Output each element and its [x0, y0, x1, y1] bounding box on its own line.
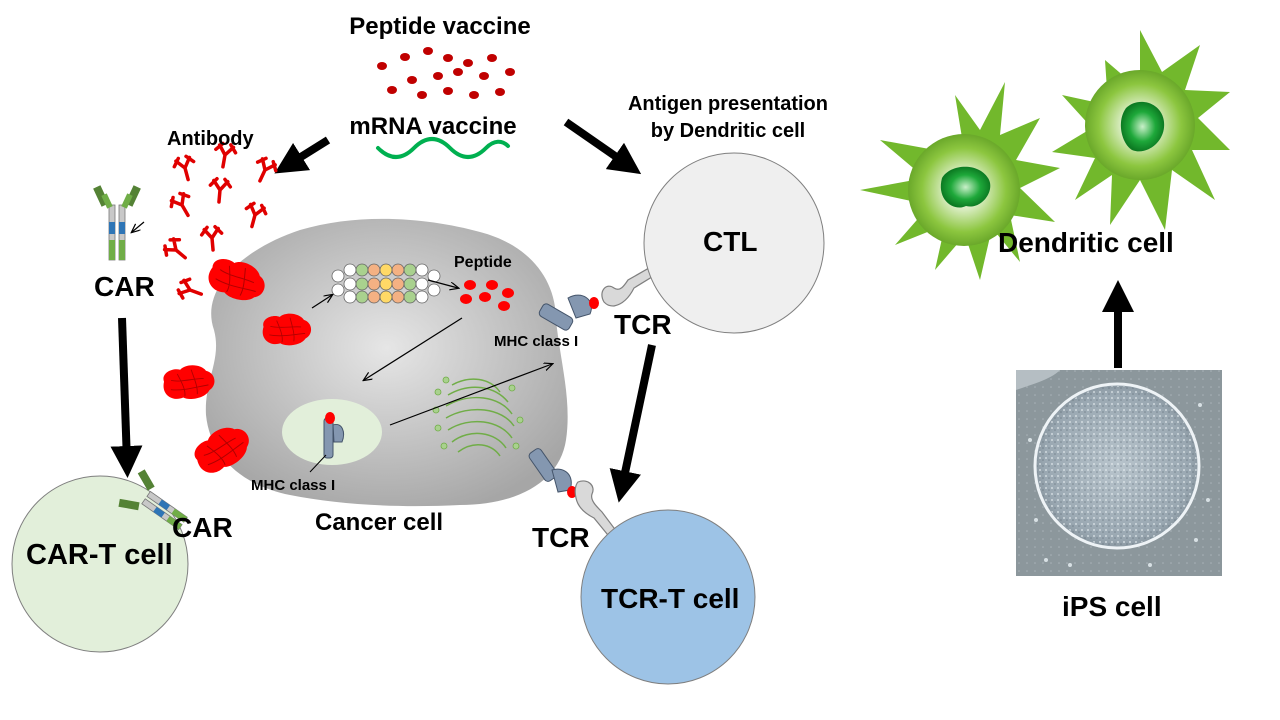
- mhc-class-i-right: [538, 294, 599, 331]
- label-ips-cell: iPS cell: [1062, 591, 1162, 622]
- arrow-peptide-to-nucleus: [364, 317, 463, 380]
- ctl-cell: [643, 152, 825, 334]
- label-mhc-class-i-right: MHC class I: [494, 333, 579, 350]
- label-car-top: CAR: [94, 271, 155, 302]
- mhc-class-i-bottom: [528, 448, 577, 498]
- label-car-t-cell: CAR-T cell: [26, 539, 173, 571]
- label-car-bottom: CAR: [172, 512, 233, 543]
- label-antigen-presentation-line1: Antigen presentation: [627, 93, 828, 115]
- arrow-car-to-cart: [110, 317, 143, 478]
- label-mhc-class-i-center: MHC class I: [251, 477, 336, 494]
- car-receptor-top: [93, 185, 145, 261]
- label-tcr-t-cell: TCR-T cell: [601, 583, 740, 614]
- proteasome: [331, 263, 441, 304]
- label-ctl: CTL: [703, 226, 758, 257]
- arrow-vaccine-to-antibody: [274, 136, 331, 174]
- dendritic-cell-right: [1052, 30, 1230, 230]
- arrow-proteasome: [311, 295, 332, 309]
- arrow-ctl-to-tcrt: [609, 344, 656, 503]
- label-tcr-bottom: TCR: [532, 522, 590, 553]
- label-antigen-presentation-line2: by Dendritic cell: [650, 120, 806, 142]
- cancer-cell: [205, 218, 568, 507]
- ips-cell-photo: [1016, 370, 1222, 576]
- label-mrna-vaccine: mRNA vaccine: [349, 113, 517, 140]
- golgi-apparatus: [432, 376, 524, 457]
- dendritic-cell-left: [860, 82, 1060, 280]
- arrow-to-peptide: [427, 279, 458, 288]
- arrow-nucleus-to-mhc: [389, 364, 552, 426]
- tcr-t-cell: [580, 509, 756, 685]
- label-antibody: Antibody: [167, 128, 254, 150]
- label-peptide: Peptide: [454, 254, 512, 271]
- label-peptide-vaccine: Peptide vaccine: [349, 13, 531, 40]
- pointer-mhc-center: [309, 454, 327, 473]
- label-dendritic-cell: Dendritic cell: [998, 227, 1174, 258]
- label-cancer-cell: Cancer cell: [315, 509, 444, 536]
- peptide-vaccine-dots: [377, 47, 515, 99]
- mhc-class-i-center: [323, 412, 345, 459]
- peptide-dots: [460, 280, 514, 311]
- car-t-cell: [11, 475, 189, 653]
- arrow-vaccine-to-ctl: [563, 118, 642, 175]
- car-receptor-bottom: [118, 469, 188, 531]
- mrna-strand: [376, 137, 510, 159]
- label-tcr-top: TCR: [614, 309, 672, 340]
